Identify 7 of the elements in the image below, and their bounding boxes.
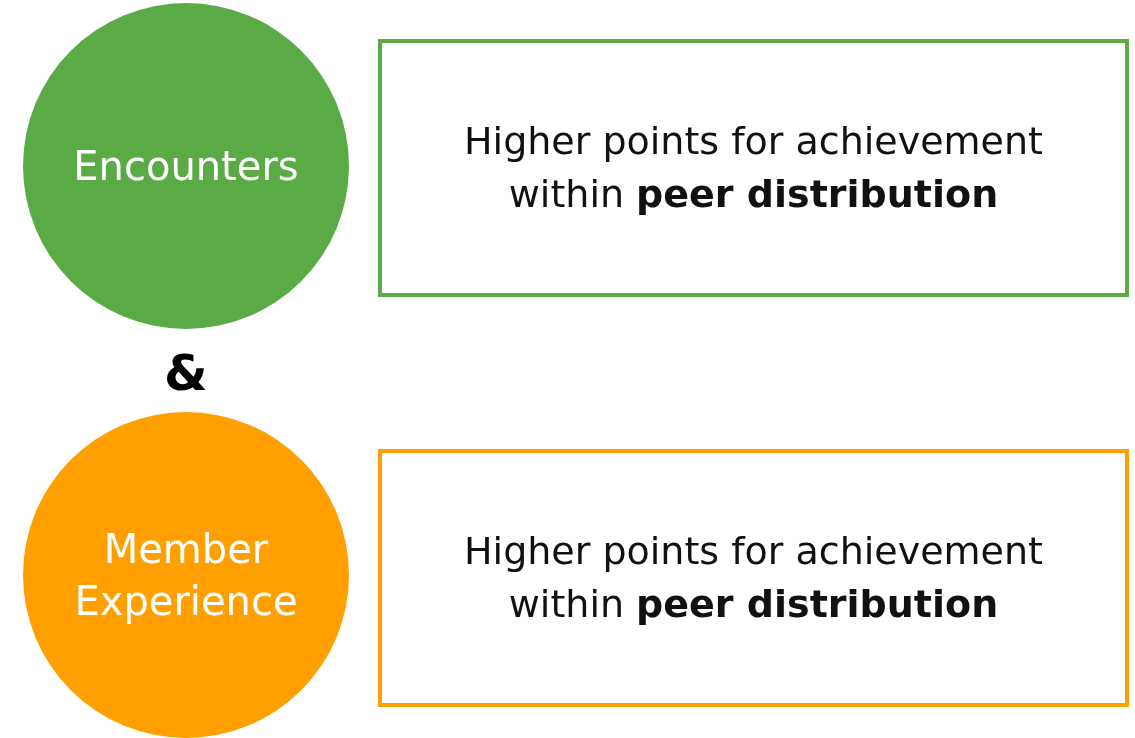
description-text: Higher points for achievement within peer distribution: [463, 527, 1044, 628]
description-box: [378, 449, 1129, 707]
category-label: Encounters: [73, 142, 299, 191]
category-label: Member Experience: [73, 525, 299, 626]
description-box: [378, 39, 1129, 297]
connector-symbol: &: [164, 344, 208, 402]
description-text: Higher points for achievement within peer distribution: [463, 117, 1044, 218]
